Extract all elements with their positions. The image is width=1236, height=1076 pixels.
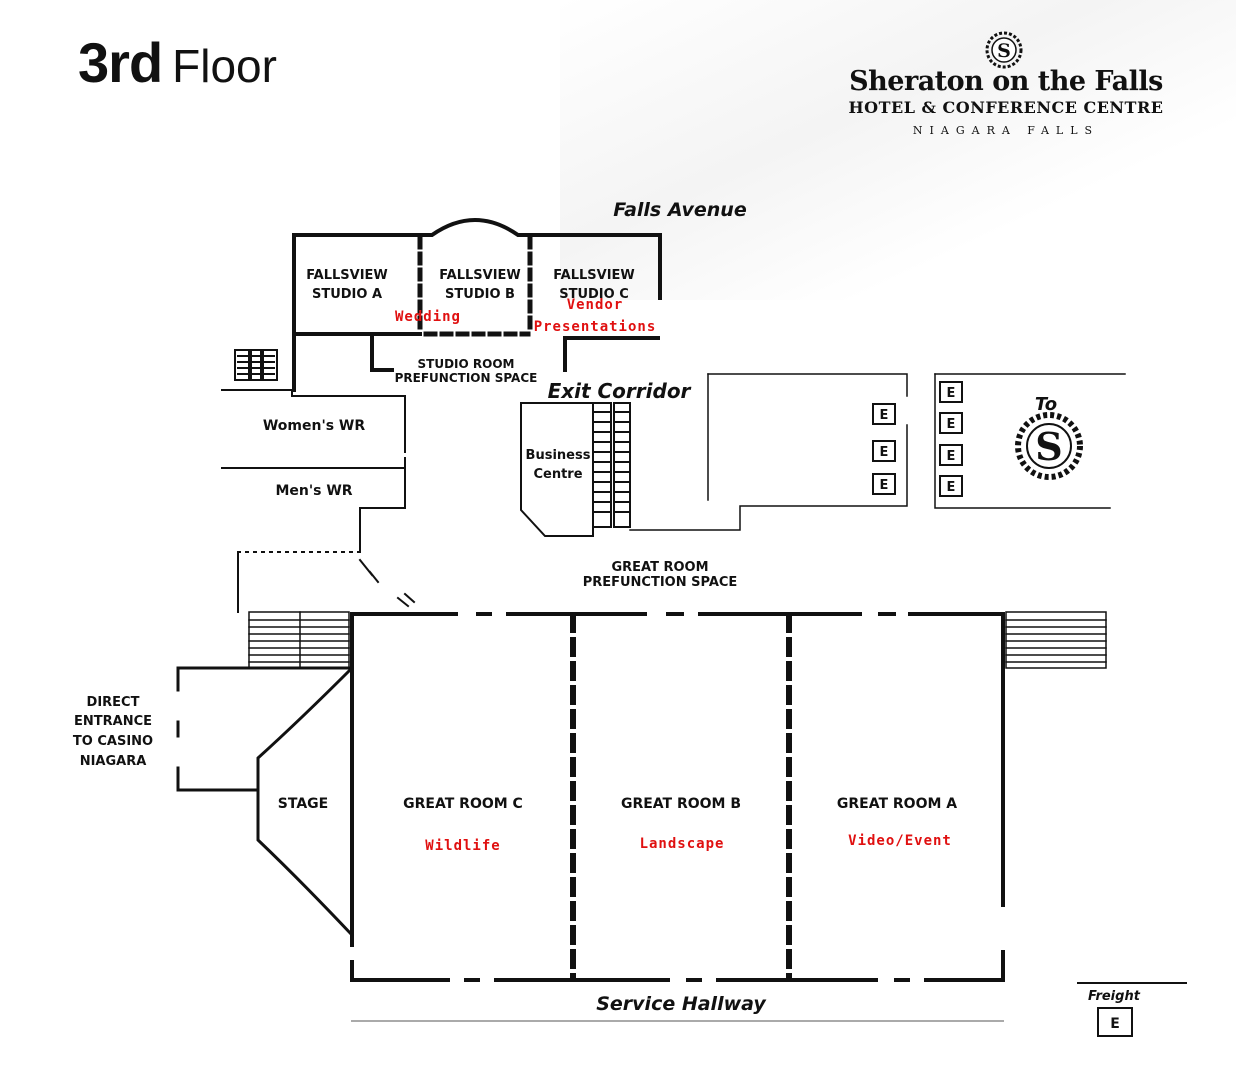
background-shade [560, 0, 1236, 300]
elevator-1-label: E [880, 408, 889, 423]
brand-subtitle: HOTEL & CONFERENCE CENTRE [848, 98, 1164, 117]
falls-avenue-label: Falls Avenue [613, 199, 747, 221]
stairs-great-room-left [248, 611, 350, 669]
connector-logo-icon [1015, 412, 1083, 480]
studio-b-label-2: STUDIO B [445, 287, 515, 302]
connector-to-sheraton: To S [1015, 394, 1083, 480]
elevator-lobby-walls [629, 373, 1126, 531]
studio-a-label-2: STUDIO A [312, 287, 382, 302]
business-centre-label-2: Centre [533, 467, 582, 482]
stairs-great-room-right [1005, 611, 1107, 669]
womens-wr-label: Women's WR [263, 418, 366, 434]
service-hallway-label: Service Hallway [596, 993, 767, 1015]
brand-name: Sheraton on the Falls [849, 66, 1163, 97]
elevator-5 [939, 412, 963, 434]
direct-entrance-label-2: ENTRANCE [74, 714, 152, 729]
elevator-6-label: E [947, 449, 956, 464]
mens-wr-label: Men's WR [275, 483, 352, 499]
elevator-2-label: E [880, 445, 889, 460]
studio-a-label-1: FALLSVIEW [306, 268, 388, 283]
elevator-6 [939, 444, 963, 466]
studio-c-label-1: FALLSVIEW [553, 268, 635, 283]
studio-b-label-1: FALLSVIEW [439, 268, 521, 283]
great-room-walls [350, 612, 1005, 982]
elevator-1 [872, 403, 896, 425]
exit-corridor-label: Exit Corridor [548, 379, 692, 403]
connector-logo-letter: S [1035, 424, 1062, 469]
freight-label: Freight [1088, 989, 1141, 1004]
elevator-labels: E E E E E E E E [880, 386, 1120, 1032]
great-room-a-label: GREAT ROOM A [837, 796, 957, 812]
studio-walls [292, 218, 662, 392]
great-prefunction-label-2: PREFUNCTION SPACE [583, 575, 738, 590]
elevator-5-label: E [947, 417, 956, 432]
escalators [592, 402, 631, 528]
connector-to-label: To [1035, 394, 1057, 415]
video-event-annotation: Video/Event [848, 833, 952, 849]
direct-entrance-label-3: TO CASINO [73, 734, 153, 749]
casino-entrance-walls [176, 666, 352, 792]
emblem-letter: S [997, 40, 1011, 62]
sheraton-logo: S Sheraton on the Falls HOTEL & CONFEREN… [846, 30, 1166, 145]
landscape-annotation: Landscape [640, 836, 725, 852]
great-prefunction-label-1: GREAT ROOM [611, 560, 708, 575]
wildlife-annotation: Wildlife [425, 838, 500, 854]
great-room-c-label: GREAT ROOM C [403, 796, 523, 812]
washroom-walls [221, 389, 406, 613]
wedding-annotation: Wedding [395, 309, 461, 325]
floor-number: 3rd [78, 31, 163, 94]
vendor-annotation-1: Vendor [567, 297, 624, 313]
business-centre-walls [520, 402, 594, 537]
freight-elevator-label: E [1110, 1016, 1120, 1032]
vendor-annotation-2: Presentations [534, 319, 657, 335]
stairs-top-left [234, 349, 278, 381]
brand-location: NIAGARA FALLS [912, 124, 1100, 137]
elevator-7 [939, 475, 963, 497]
stage-walls [256, 665, 355, 938]
stage-label: STAGE [278, 796, 328, 812]
studio-prefunction-label-2: PREFUNCTION SPACE [395, 371, 538, 385]
elevator-3-label: E [880, 478, 889, 493]
studio-dividers [417, 235, 533, 337]
studio-c-label-2: STUDIO C [559, 287, 629, 302]
floor-word: Floor [172, 40, 277, 92]
direct-entrance-label-1: DIRECT [87, 695, 140, 710]
elevator-4 [939, 381, 963, 403]
elevator-boxes [872, 381, 1133, 1037]
elevator-2 [872, 440, 896, 462]
elevator-4-label: E [947, 386, 956, 401]
great-room-b-label: GREAT ROOM B [621, 796, 741, 812]
direct-entrance-label-4: NIAGARA [80, 754, 147, 769]
business-centre-label-1: Business [526, 448, 591, 463]
elevator-7-label: E [947, 480, 956, 495]
elevator-3 [872, 473, 896, 495]
freight-elevator [1097, 1007, 1133, 1037]
sheraton-emblem-icon: S [985, 31, 1023, 69]
great-room-dividers [570, 613, 792, 981]
studio-prefunction-label-1: STUDIO ROOM [418, 357, 515, 371]
door-swings [358, 558, 416, 608]
